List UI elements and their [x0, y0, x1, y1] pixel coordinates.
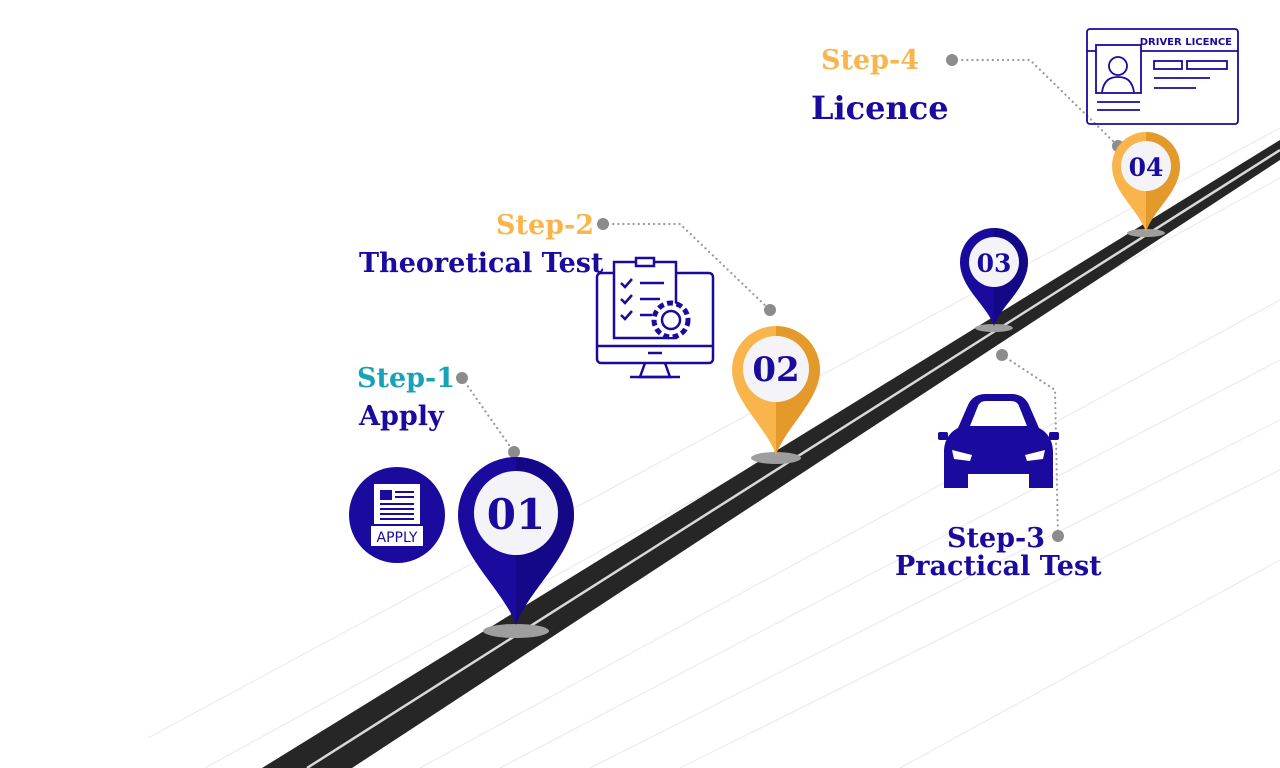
pin-01	[458, 457, 574, 625]
pin-shadows	[483, 229, 1165, 638]
pin-04	[1112, 132, 1180, 232]
licence-card-text: DRIVER LICENCE	[1140, 37, 1232, 48]
pin-number-02: 02	[752, 350, 799, 390]
perspective-lines	[147, 127, 1280, 768]
step-4-label: Step-4	[821, 45, 920, 76]
step-4-title: Licence	[811, 89, 949, 127]
driver-licence-card-icon: DRIVER LICENCE	[1086, 28, 1239, 125]
step-1-title: Apply	[359, 401, 444, 432]
pin-03	[960, 228, 1028, 326]
pin-number-01: 01	[487, 490, 545, 539]
step-1-label: Step-1	[357, 363, 456, 394]
leader-lines	[460, 58, 1120, 538]
apply-form-icon: APPLY	[349, 467, 445, 563]
pin-number-04: 04	[1129, 153, 1164, 182]
step-2-title: Theoretical Test	[359, 248, 604, 279]
step-3-title: Practical Test	[895, 551, 1102, 582]
monitor-checklist-gear-icon	[595, 256, 715, 379]
pin-02	[732, 326, 820, 455]
leader-dots	[456, 54, 1124, 542]
pin-number-03: 03	[977, 249, 1012, 278]
step-3-label: Step-3	[947, 523, 1046, 554]
car-icon	[938, 394, 1059, 488]
step-2-label: Step-2	[496, 210, 595, 241]
apply-icon-text: APPLY	[377, 530, 418, 546]
